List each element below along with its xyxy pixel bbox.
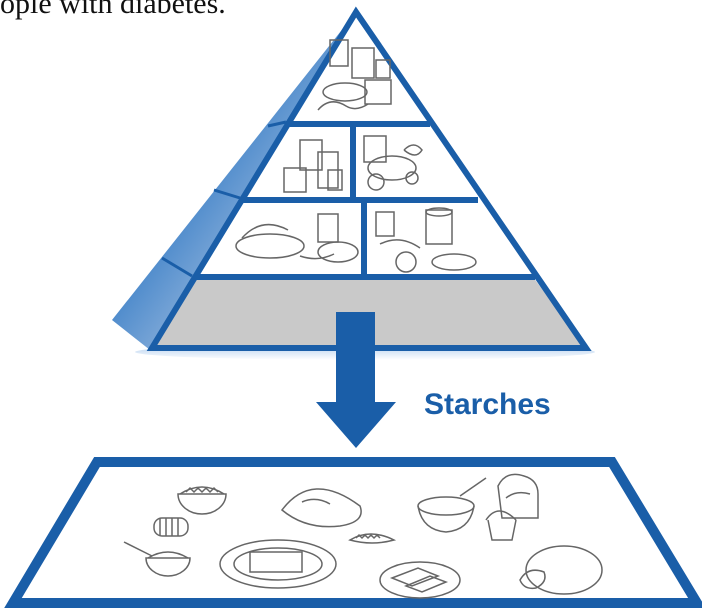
down-arrow-icon (316, 312, 396, 448)
starches-label: Starches (424, 388, 551, 421)
pyramid-level2-right-illustration (363, 135, 423, 191)
starches-plate (4, 457, 702, 608)
pasta-plate-icon (219, 539, 337, 589)
tortilla-icon (519, 545, 603, 595)
bread-slice-icon (497, 473, 539, 519)
muffin-icon (485, 510, 517, 541)
crackers-plate-icon (379, 561, 461, 599)
pyramid-level3-right-illustration (375, 207, 477, 273)
pyramid-top-illustration (317, 39, 392, 111)
intro-text: ople with diabetes. (0, 0, 226, 20)
rice-bowl-icon (123, 541, 191, 577)
cereal-bowl-icon (177, 486, 227, 515)
pyramid-level2-left-illustration (283, 139, 343, 193)
pyramid-level3-left-illustration (235, 213, 359, 263)
rice-pile-icon (348, 533, 397, 544)
soup-bowl-icon (417, 477, 487, 533)
baked-potato-icon (280, 488, 362, 528)
pyramid-side-bands (161, 120, 287, 278)
corn-icon (153, 517, 189, 537)
pyramid-dividers (196, 121, 535, 280)
